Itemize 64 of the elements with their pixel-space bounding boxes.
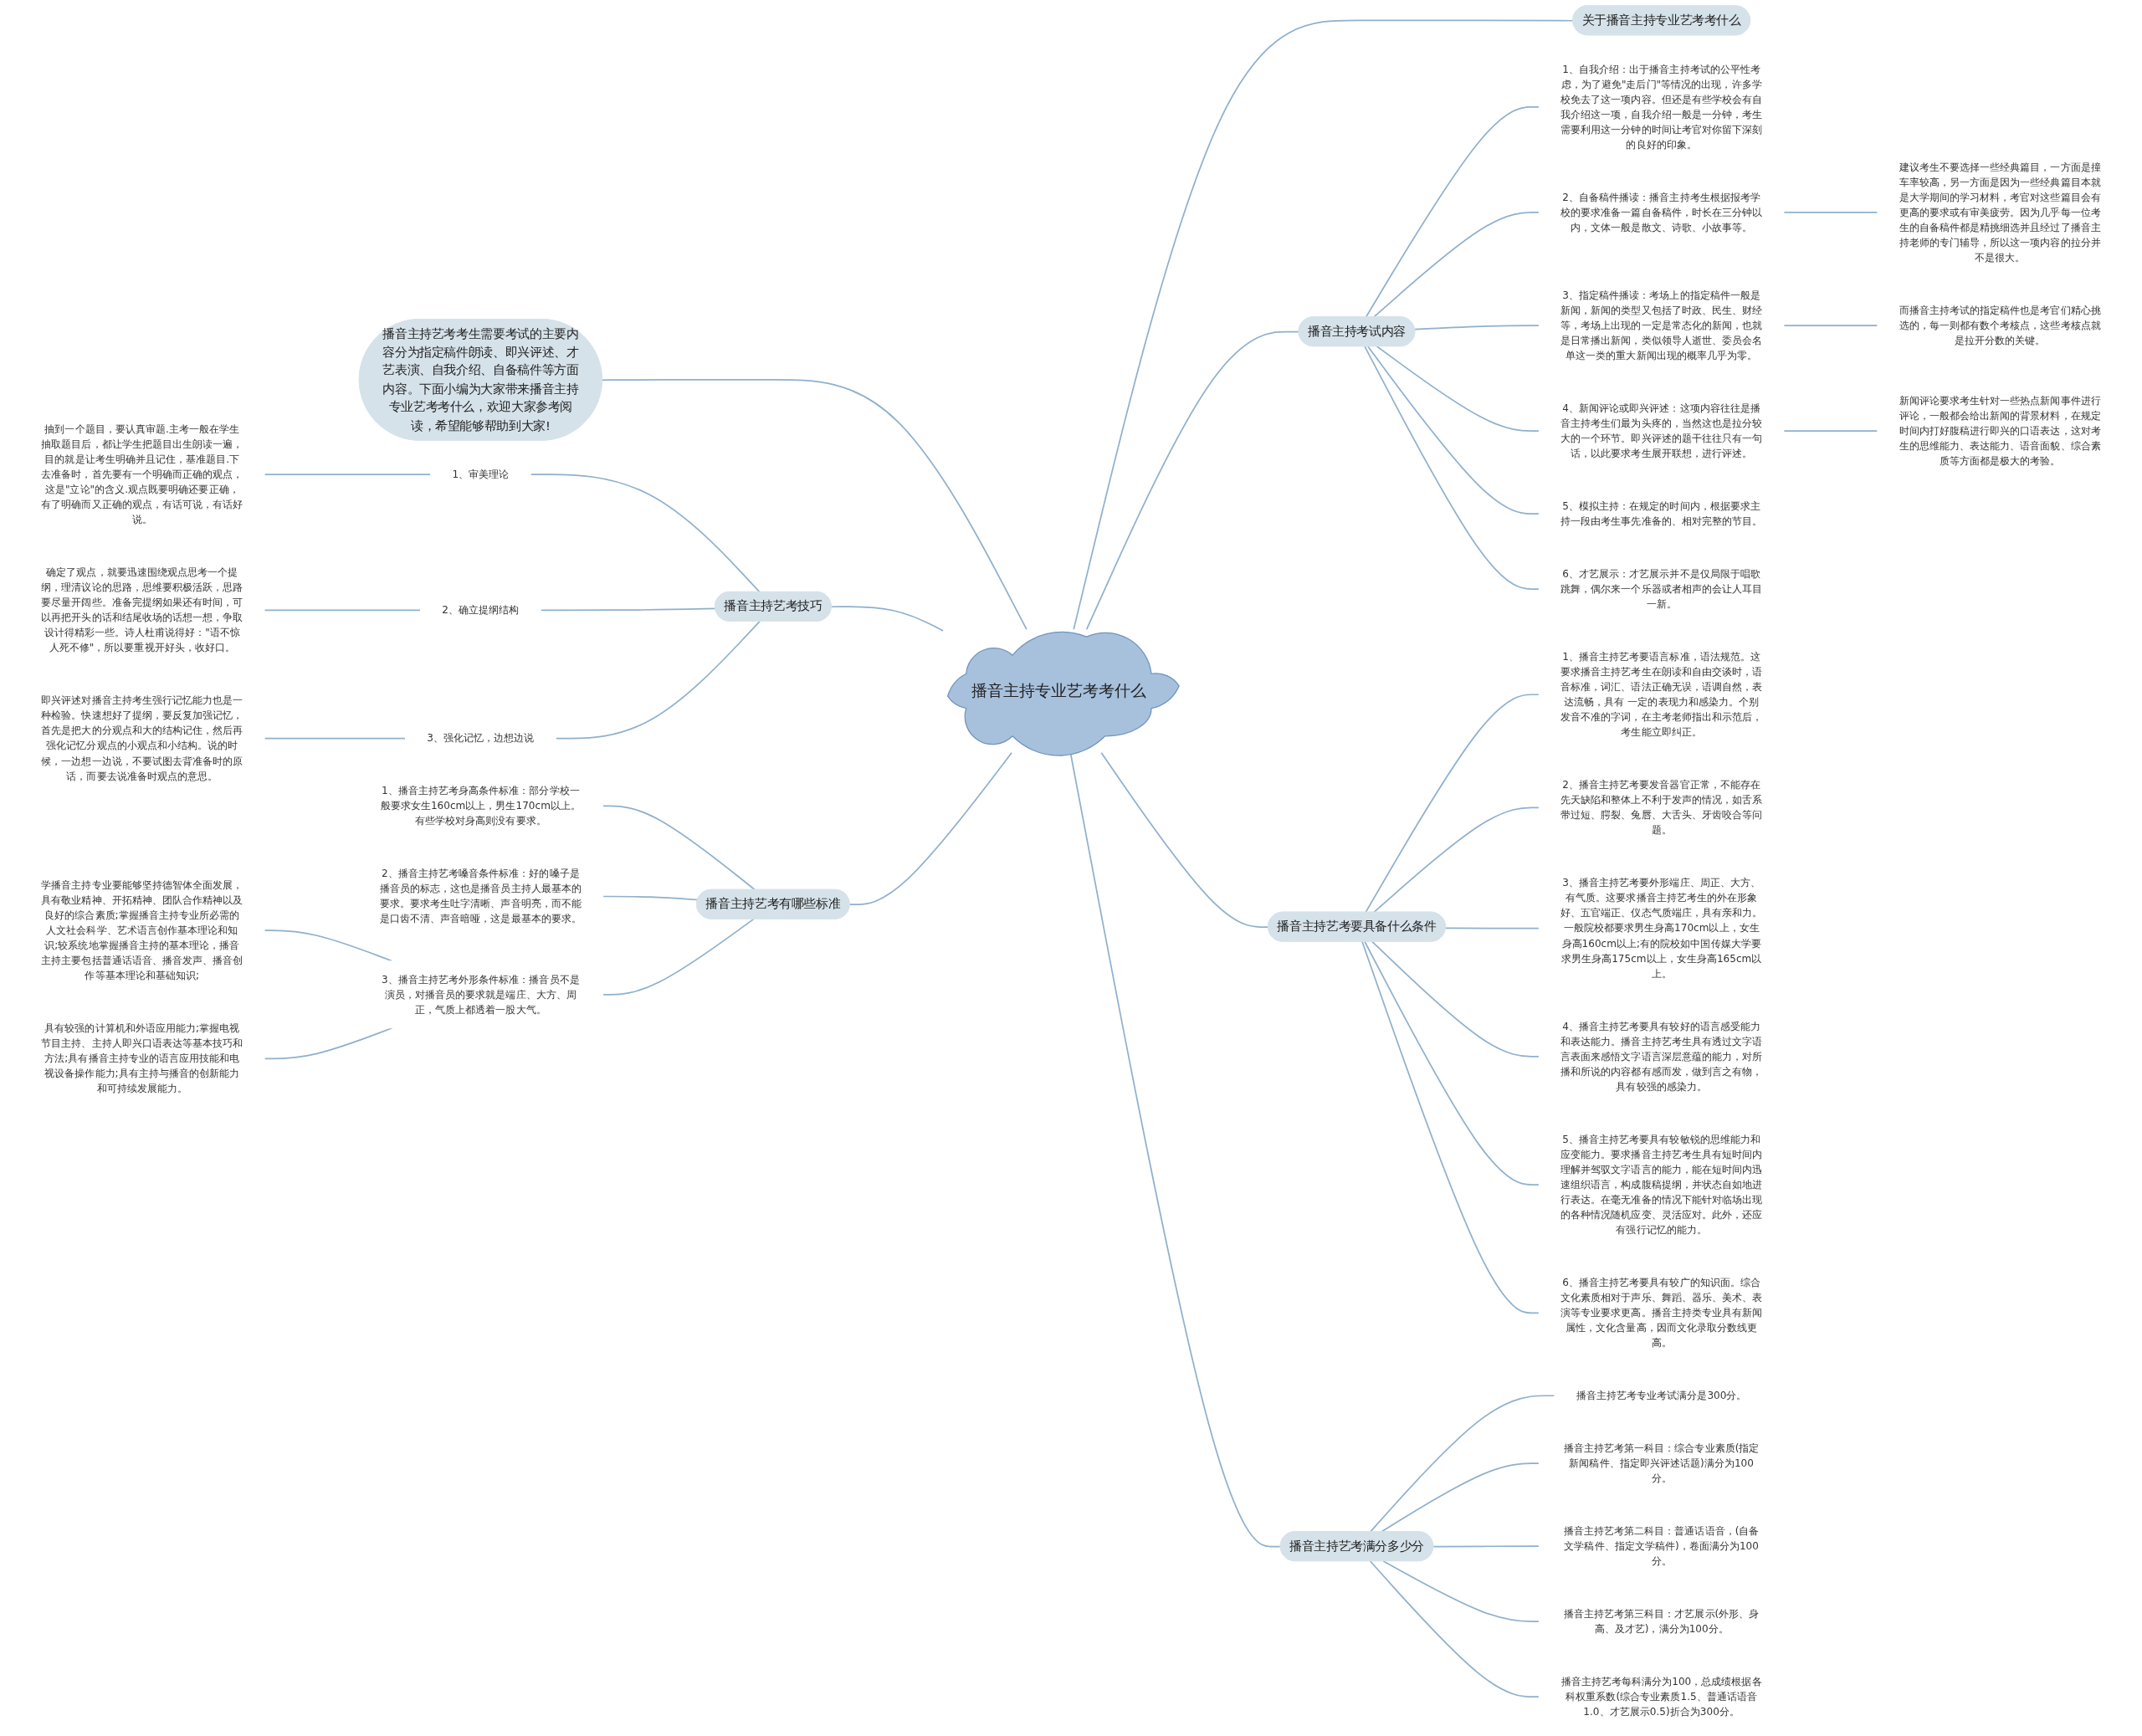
connector — [555, 620, 761, 740]
connector — [264, 737, 407, 740]
node-text: 具有较强的计算机和外语应用能力;掌握电视节目主持、主持人即兴口语表达等基本技巧和方法;具有播音主持专业的语言应用技能和电视设备操作能力;具有主持与播音的创新能力和可持续发展能力。 — [41, 1022, 243, 1095]
connector — [848, 751, 1012, 906]
connector — [1069, 751, 1282, 1548]
node-text: 抽到一个题目，要认真审题.主考一般在学生抽取题目后，都让学生把题目出生朗读一遍，目的就是让考生明确并且记住，基准题目.下去准备时，首先要有一个明确而正确的观点，这是"立论"的含义.观点既要明确还要正确，有了明确而又正确的观点，有话可说，有话好说。 — [41, 422, 243, 525]
connector — [264, 474, 432, 475]
connector — [601, 379, 1027, 630]
connector — [1100, 751, 1269, 928]
node-text: 学播音主持专业要能够坚持德智体全面发展，具有敬业精神、开拓精神、团队合作精神以及良好的综合素质;掌握播音主持专业所必需的人文社会科学、艺术语言创作基本理论和知识;较系统地掌握播音主持的基本理论，播音主持主要包括普通话语音、播音发声、播音创作等基本理论和基础知识; — [41, 878, 243, 981]
node-text: 即兴评述对播音主持考生强行记忆能力也是一种检验。快速想好了提纲，要反复加强记忆，首先是把大的分观点和大的结构记住，然后再强化记忆分观点的小观点和小结构。说的时候，一边想一边说，不要试图去背准备时的原话，而要去说准备时观点的意思。 — [41, 694, 243, 782]
connector — [1382, 1560, 1540, 1622]
connector — [830, 606, 944, 632]
connector — [530, 474, 761, 593]
connector — [1783, 325, 1878, 326]
node-text: 新闻评论要求考生针对一些热点新闻事件进行评论，一般都会给出新闻的背景材料，在规定时间内打好腹稿进行即兴的口语表达，这对考生的思维能力、表达能力、语音面貌、综合素质等方面都是极大的考验。 — [1899, 394, 2101, 467]
node-text: 确定了观点，就要迅速围绕观点思考一个提纲，理清议论的思路，思维要积极活跃，思路要尽量开阔些。准备完提纲如果还有时间，可以再把开头的话和结尾收场的话想一想，争取设计得精彩一些。诗人杜甫说得好："语不惊人死不修"，所以要重视开好头，收好口。 — [41, 566, 243, 653]
connector — [1432, 1545, 1540, 1548]
connector — [1414, 325, 1540, 330]
node-text: 4、新闻评论或即兴评述：这项内容往往是播音主持考生们最为头疼的，当然这也是拉分较大的一个环节。即兴评述的题干往往只有一句话，以此要求考生展开联想，进行评述。 — [1560, 402, 1763, 459]
connector — [1073, 19, 1574, 630]
node-text: 播音主持艺考第二科目：普通话语音，(自备文学稿件、指定文学稿件)，卷面满分为100分。 — [1563, 1524, 1760, 1567]
connector — [1367, 346, 1540, 515]
connector — [1783, 212, 1878, 213]
node-text: 2、播音主持艺考嗓音条件标准：好的嗓子是播音员的标志，这也是播音员主持人最基本的要求。要求考生吐字清晰、声音明亮，而不能是口齿不清、声音暗哑，这是最基本的要求。 — [379, 868, 582, 925]
node-text: 播音主持艺考第一科目：综合专业素质(指定新闻稿件、指定即兴评述话题)满分为100分。 — [1563, 1442, 1760, 1484]
connector — [1085, 330, 1300, 630]
connector — [1376, 346, 1540, 433]
connector — [1783, 430, 1878, 433]
node-text: 播音主持艺考专业考试满分是300分。 — [1576, 1389, 1747, 1401]
connector — [1369, 1560, 1540, 1698]
connector — [1364, 346, 1540, 590]
node-text: 播音主持艺考每科满分为100，总成绩根据各科权重系数(综合专业素质1.5、普通话语音1.0、才艺展示0.5)折合为300分。 — [1560, 1675, 1762, 1718]
node-text: 1、播音主持艺考身高条件标准：部分学校一般要求女生160cm以上，男生170cm以上。有些学校对身高则没有要求。 — [380, 785, 582, 827]
node-text: 1、播音主持艺考要语言标准，语法规范。这要求播音主持艺考生在朗读和自由交谈时，语音标准，词汇、语法正确无误，语调自然，表达流畅，具有 一定的表现力和感染力。个别发音不准的字词，在主考老师指出和示范后，考生能立即纠正。 — [1560, 650, 1763, 738]
node-text: 1、自我介绍：出于播音主持考试的公平性考虑，为了避免"走后门"等情况的出现，许多学校免去了这一项内容。但还是有些学校会有自我介绍这一项，自我介绍一般是一分钟，考生需要利用这一分钟的时间让考官对你留下深刻的良好的印象。 — [1560, 63, 1763, 151]
node-text: 1、审美理论 — [452, 468, 510, 480]
node-text: 6、才艺展示：才艺展示并不是仅局限于唱歌跳舞，偶尔来一个乐器或者相声的会让人耳目一新。 — [1560, 567, 1763, 610]
node-text: 4、播音主持艺考要具有较好的语言感受能力和表达能力。播音主持艺考生具有透过文字语言表面来感悟文字语言深层意蕴的能力，对所播和所说的内容都有感而发，做到言之有物，具有较强的感染力。 — [1560, 1020, 1763, 1093]
node-text: 3、播音主持艺考要外形端庄、周正、大方、有气质。这要求播音主持艺考生的外在形象好、五官端正、仪态气质端庄，具有亲和力。一般院校都要求男生身高170cm以上，女生身高160cm以上;有的院校如中国传媒大学要求男生身高175cm以上，女生身高165cm以上。 — [1560, 877, 1763, 980]
connector — [1372, 807, 1540, 914]
connector — [1361, 940, 1540, 1314]
node-text: 2、播音主持艺考要发音器官正常，不能存在先天缺陷和整体上不利于发声的情况，如舌系带过短、腭裂、兔唇、大舌头、牙齿咬合等问题。 — [1560, 778, 1763, 836]
connector — [1365, 694, 1540, 914]
connector — [1371, 940, 1540, 1057]
connector — [602, 918, 755, 996]
node-text: 2、确立提纲结构 — [442, 604, 520, 616]
connector — [602, 895, 699, 901]
connector — [264, 609, 422, 612]
node-text: 6、播音主持艺考要具有较广的知识面。综合文化素质相对于声乐、舞蹈、器乐、美术、表演等专业要求更高。播音主持类专业具有新闻属性，文化含量高，因而文化录取分数线更高。 — [1560, 1276, 1763, 1349]
node-text: 建议考生不要选择一些经典篇目，一方面是撞车率较高，另一方面是因为一些经典篇目本就是大学期间的学习材料，考官对这些篇目会有更高的要求或有审美疲劳。因为几乎每一位考生的自备稿件都是精挑细选并且经过了播音主持老师的专门辅导，所以这一项内容的拉分并不是很大。 — [1899, 161, 2101, 264]
node-text: 3、播音主持艺考外形条件标准：播音员不是演员，对播音员的要求就是端庄、大方、周正，气质上都透着一股大气。 — [382, 973, 580, 1016]
connector — [264, 1027, 393, 1060]
node-text: 2、自备稿件播读：播音主持考生根据报考学校的要求准备一篇自备稿件，时长在三分钟以内，文体一般是散文、诗歌、小故事等。 — [1560, 191, 1763, 233]
connector — [540, 607, 716, 612]
node-text: 3、指定稿件播读：考场上的指定稿件一般是新闻，新闻的类型又包括了时政、民生、财经等，考场上出现的一定是常态化的新闻，也就是日常播出新闻，类似领导人逝世、委员会名单这一类的重大新闻出现的概率几乎为零。 — [1560, 289, 1763, 361]
node-text: 播音主持艺考第三科目：才艺展示(外形、身高、及才艺)，满分为100分。 — [1563, 1607, 1760, 1635]
connector — [602, 805, 756, 891]
node-text: 3、强化记忆，边想边说 — [427, 732, 535, 745]
connector — [1364, 940, 1540, 1185]
node-text: 5、播音主持艺考要具有较敏锐的思维能力和应变能力。要求播音主持艺考生具有短时间内理解并驾驭文字语言的能力，能在短时间内迅速组织语言，构成腹稿提纲，并状态自如地进行表达。在毫无准备的情况下能针对临场出现的各种情况随机应变、灵活应对。此外，还应有强行记忆的能力。 — [1560, 1133, 1763, 1236]
node-text: 5、模拟主持：在规定的时间内，根据要求主持一段由考生事先准备的、相对完整的节目。 — [1560, 499, 1763, 527]
connector — [1444, 927, 1540, 929]
node-text: 而播音主持考试的指定稿件也是考官们精心挑选的，每一则都有数个考核点，这些考核点就是拉开分数的关键。 — [1899, 304, 2101, 346]
